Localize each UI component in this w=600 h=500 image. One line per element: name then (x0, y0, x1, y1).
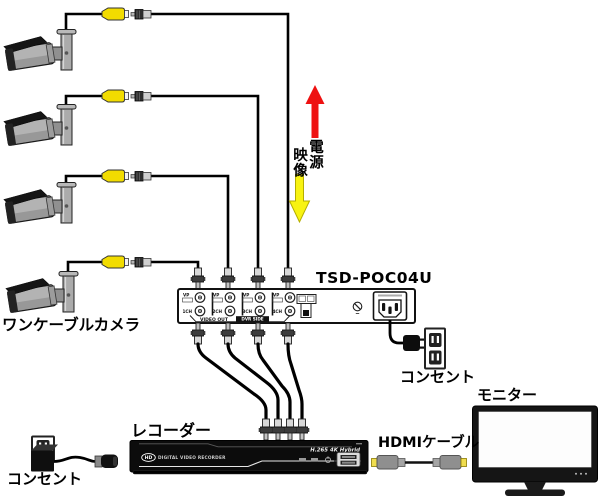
one-cable-camera-label: ワンケーブルカメラ (2, 316, 141, 334)
connector-pair-2 (101, 89, 152, 103)
monitor-device (472, 405, 598, 496)
power-up-arrow-icon (305, 85, 325, 138)
poc-vp-label-3: VP (243, 293, 249, 298)
poc-output-bnc-4 (280, 322, 296, 345)
power-flow-label: 電源 (306, 139, 323, 170)
poc-unit: VP 1CH VP 2CH VP (177, 288, 416, 324)
recorder-label: レコーダー (131, 421, 212, 440)
poc-output-bnc-1 (190, 322, 206, 345)
extension-cable-3 (150, 174, 230, 268)
outlet-right-icon (424, 327, 446, 370)
adapter-cable (53, 455, 97, 463)
poc-input-bnc-3 (250, 267, 266, 290)
poc-ch-label-1: 1CH (183, 309, 193, 314)
poc-input-bnc-4 (280, 267, 296, 290)
video-down-arrow-icon (288, 174, 311, 224)
poc-ch-label-2: 2CH (213, 309, 223, 314)
monitor-label: モニター (477, 386, 538, 404)
camera-4 (4, 270, 79, 314)
recorder-bnc-4 (294, 418, 310, 441)
outlet-right-label: コンセント (400, 368, 476, 386)
ground-screw-icon (352, 301, 363, 314)
extension-cable-1 (150, 12, 290, 268)
connector-pair-3 (101, 169, 152, 183)
recorder-indicator-1 (299, 458, 306, 462)
dvr-cable-1 (196, 342, 268, 420)
dvr-side-badge (236, 316, 269, 322)
poc-output-bnc-3 (250, 322, 266, 345)
poc-vp-label-2: VP (213, 293, 219, 298)
hdmi-cable-graphic (371, 455, 467, 470)
dvr-cable-3 (256, 342, 292, 420)
poc-input-bnc-2 (220, 267, 236, 290)
usb-ports-icon (336, 452, 361, 467)
connector-pair-4 (101, 255, 152, 269)
camera-cable-4 (66, 260, 102, 272)
dvr-cable-2 (226, 342, 280, 420)
poc-output-bnc-2 (220, 322, 236, 345)
camera-cable-2 (64, 94, 102, 106)
poc-output-bncs (190, 322, 296, 345)
poc-power-cord (388, 320, 403, 345)
recorder-spec-text: H.265 4K Hybrid (310, 448, 360, 454)
extension-cable-2 (150, 94, 260, 268)
hdmi-cable-label: HDMIケーブル (378, 435, 480, 451)
poc-to-recorder-cables (196, 342, 304, 420)
poc-channel-groups: VP 1CH VP 2CH VP (182, 292, 296, 317)
recorder-hd-badge: HD (145, 455, 153, 461)
camera-2 (2, 103, 77, 147)
outlet-left-label: コンセント (7, 470, 83, 488)
video-flow-label: 映像 (290, 147, 307, 178)
dvr-cable-4 (286, 342, 304, 420)
power-symbol-icon (324, 456, 332, 464)
poc-dvr-side-label: DVR SIDE (241, 317, 263, 322)
power-plug-right (403, 335, 425, 351)
recorder-indicator-2 (311, 458, 318, 462)
poc-input-bnc-1 (190, 267, 206, 290)
poc-model-label: TSD-POC04U (316, 269, 433, 287)
camera-cable-1 (64, 12, 102, 31)
poc-vp-label-4: VP (273, 293, 279, 298)
poc-switch (296, 294, 317, 318)
extension-cable-4 (150, 260, 200, 268)
poc-vp-label-1: VP (183, 293, 189, 298)
poc-ch-label-3: 3CH (243, 309, 253, 314)
connector-pair-1 (101, 7, 152, 21)
camera-3 (2, 181, 77, 225)
camera-1 (2, 28, 77, 72)
recorder-device: HD DIGITAL VIDEO RECORDER H.265 4K Hybri… (129, 440, 369, 475)
poc-ch-label-4: 4CH (273, 309, 283, 314)
camera-cable-3 (64, 174, 102, 184)
poc-video-out-label: VIDEO OUT (200, 317, 229, 323)
recorder-name-text: DIGITAL VIDEO RECORDER (158, 455, 226, 461)
dc-plug-icon (94, 454, 118, 468)
power-adapter-left (31, 444, 58, 472)
hd-logo-icon (141, 453, 156, 462)
poc-power-inlet (372, 291, 408, 321)
camera-cables (64, 12, 290, 272)
